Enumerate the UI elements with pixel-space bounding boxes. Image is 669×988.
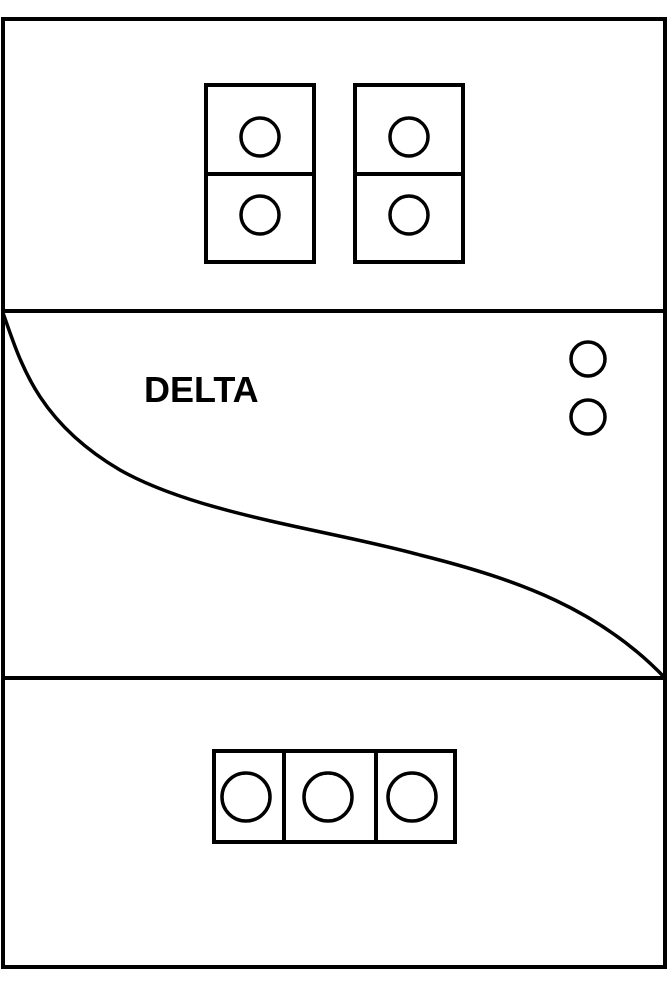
terminal-screw: [239, 194, 281, 236]
bottom-terminal-block: [212, 749, 457, 844]
terminal-screw: [302, 771, 354, 823]
brand-label: DELTA: [144, 369, 259, 410]
terminal-screw: [388, 194, 430, 236]
terminal-screw: [386, 771, 438, 823]
terminal-screw: [220, 771, 272, 823]
indicator-led-top: [569, 340, 607, 378]
top-terminal-block-left: [204, 83, 316, 264]
top-terminal-block-right: [353, 83, 465, 264]
indicator-led-bottom: [569, 398, 607, 436]
terminal-screw: [239, 116, 281, 158]
device-outline: [1, 17, 667, 969]
terminal-screw: [388, 116, 430, 158]
front-panel-curve: [1, 312, 667, 680]
